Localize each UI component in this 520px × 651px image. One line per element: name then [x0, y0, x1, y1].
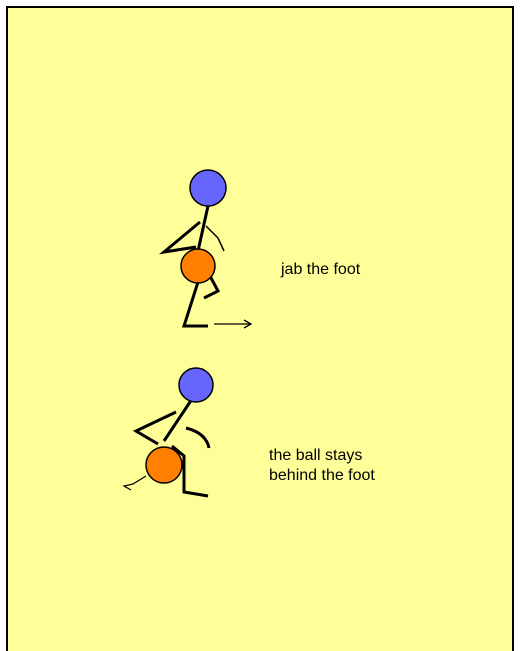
figure-head: [178, 367, 214, 403]
figure-leg: [181, 281, 208, 328]
caption-line: behind the foot: [269, 467, 375, 484]
figure-right-arm: [185, 426, 211, 449]
motion-marks-icon: [122, 475, 147, 491]
step-2-caption: the ball stays behind the foot: [269, 446, 375, 486]
step-2-figure: [122, 367, 214, 498]
ball-icon: [145, 446, 183, 484]
motion-arrow-icon: [214, 319, 253, 329]
diagram-panel: [6, 6, 514, 651]
figure-head: [189, 169, 227, 207]
figure-torso: [196, 205, 210, 252]
step-1-caption: jab the foot: [281, 260, 360, 280]
figure-right-arm: [205, 225, 225, 252]
stick-figure-icon: [132, 367, 214, 498]
caption-line: the ball stays: [269, 447, 363, 464]
figure-left-arm: [132, 410, 177, 446]
ball-icon: [180, 248, 216, 284]
step-1-figure: [158, 169, 253, 329]
figure-leg: [203, 275, 221, 300]
stick-figure-icon: [158, 169, 227, 328]
figure-leg: [171, 444, 209, 498]
caption-line: jab the foot: [281, 261, 361, 278]
figure-torso: [162, 398, 194, 442]
figure-left-arm: [158, 220, 201, 255]
